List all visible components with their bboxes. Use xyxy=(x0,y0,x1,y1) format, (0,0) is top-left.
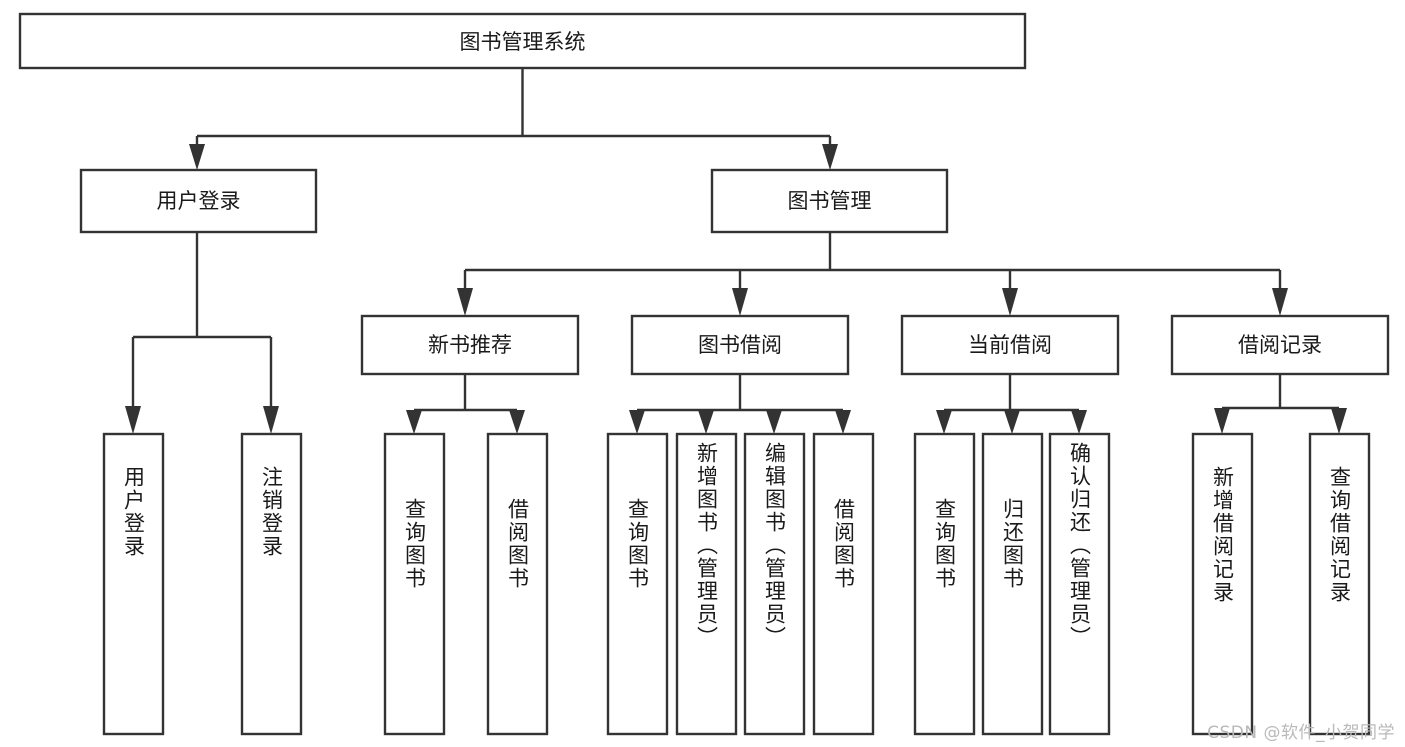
node-label: 借阅记录 xyxy=(1238,333,1322,357)
node-box[interactable] xyxy=(913,432,976,736)
connector-bookmanage-to-level3 xyxy=(457,232,1288,316)
arrow-head-icon xyxy=(1004,410,1020,434)
node-box[interactable] xyxy=(102,432,165,736)
node-label: 图书借阅 xyxy=(698,333,782,357)
arrow-head-icon xyxy=(698,410,714,434)
node-user-login[interactable]: 用户登录 xyxy=(79,168,318,234)
node-current-borrow[interactable]: 当前借阅 xyxy=(900,314,1120,376)
watermark-text: CSDN @软件_小贺同学 xyxy=(1207,723,1395,743)
arrow-head-icon xyxy=(1214,408,1230,434)
node-box[interactable] xyxy=(630,314,850,376)
node-box[interactable] xyxy=(79,168,318,234)
arrow-head-icon xyxy=(629,410,645,434)
node-root[interactable]: 图书管理系统 xyxy=(18,12,1027,70)
leaf-boxes xyxy=(102,432,1371,736)
node-new-book-recommend[interactable]: 新书推荐 xyxy=(360,314,580,376)
node-box[interactable] xyxy=(1170,314,1390,376)
node-borrow-record[interactable]: 借阅记录 xyxy=(1170,314,1390,376)
arrow-head-icon xyxy=(732,288,748,316)
node-label: 用户登录 xyxy=(157,189,241,213)
connector-root-to-level2 xyxy=(189,68,838,170)
connector-borrowrecord-to-leaves xyxy=(1214,374,1347,434)
arrow-head-icon xyxy=(1071,410,1087,434)
arrow-head-icon xyxy=(1272,288,1288,316)
node-box[interactable] xyxy=(812,432,875,736)
arrow-head-icon xyxy=(822,144,838,170)
node-box[interactable] xyxy=(900,314,1120,376)
node-box[interactable] xyxy=(981,432,1044,736)
connector-bookborrow-to-leaves xyxy=(629,374,851,434)
connector-newbook-to-leaves xyxy=(406,374,525,434)
arrow-head-icon xyxy=(936,410,952,434)
arrow-head-icon xyxy=(189,144,205,170)
arrow-head-icon xyxy=(1002,288,1018,316)
node-box[interactable] xyxy=(1191,432,1254,736)
arrow-head-icon xyxy=(125,406,141,434)
connector-currentborrow-to-leaves xyxy=(936,374,1087,434)
node-box[interactable] xyxy=(606,432,669,736)
arrow-head-icon xyxy=(509,410,525,434)
node-label: 新书推荐 xyxy=(428,333,512,357)
node-book-borrow[interactable]: 图书借阅 xyxy=(630,314,850,376)
node-box[interactable] xyxy=(1308,432,1371,736)
arrow-head-icon xyxy=(263,406,279,434)
arrow-head-icon xyxy=(1331,408,1347,434)
arrow-head-icon xyxy=(457,288,473,316)
arrow-head-icon xyxy=(766,410,782,434)
connector-userlogin-to-leaves xyxy=(125,232,279,434)
node-box[interactable] xyxy=(743,432,806,736)
node-label: 当前借阅 xyxy=(968,333,1052,357)
node-box[interactable] xyxy=(240,432,303,736)
node-label: 图书管理 xyxy=(788,189,872,213)
node-box[interactable] xyxy=(486,432,549,736)
node-box[interactable] xyxy=(360,314,580,376)
node-book-manage[interactable]: 图书管理 xyxy=(710,168,949,234)
node-box[interactable] xyxy=(383,432,446,736)
arrow-head-icon xyxy=(835,410,851,434)
node-box[interactable] xyxy=(710,168,949,234)
arrow-head-icon xyxy=(406,410,422,434)
node-box[interactable] xyxy=(18,12,1027,70)
node-label: 图书管理系统 xyxy=(460,30,586,54)
node-box[interactable] xyxy=(1048,432,1111,736)
node-box[interactable] xyxy=(675,432,738,736)
